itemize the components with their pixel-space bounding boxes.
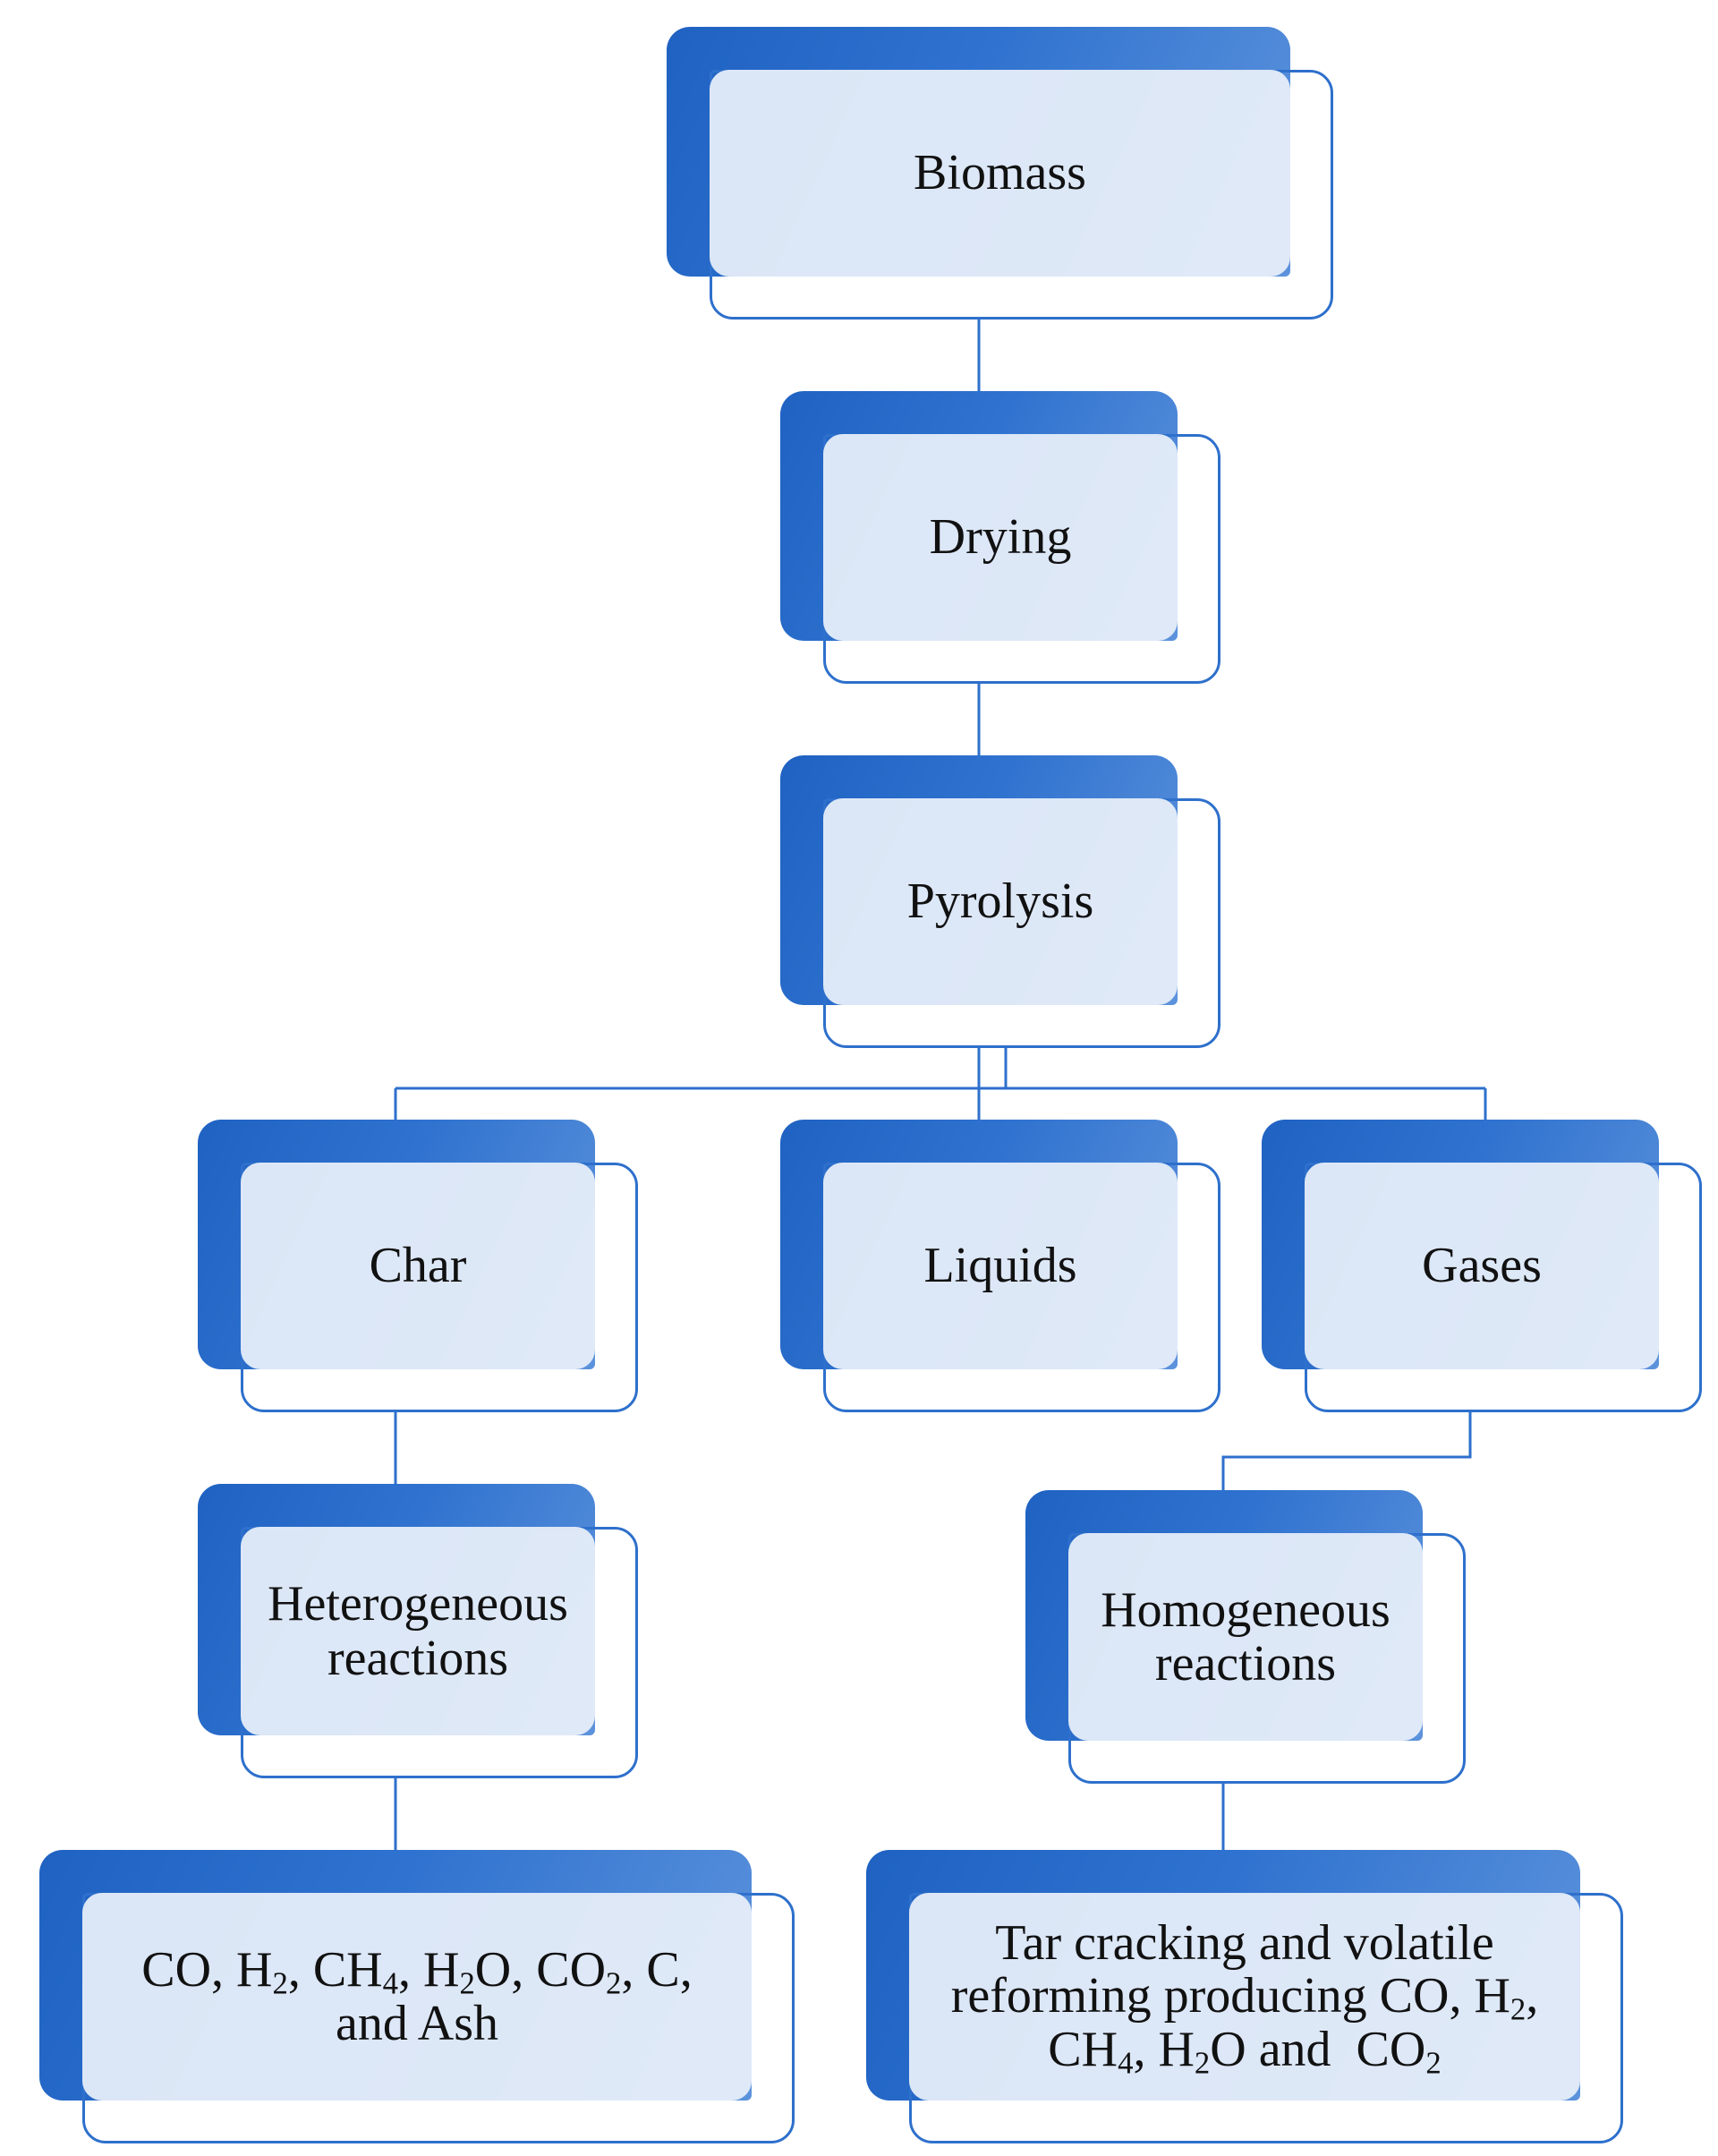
- node-gas-products: Tar cracking and volatile reforming prod…: [866, 1850, 1623, 2143]
- node-char-label: Char: [369, 1238, 467, 1294]
- node-biomass: Biomass: [667, 27, 1333, 320]
- connector-gases-homogeneous: [1221, 1410, 1472, 1491]
- node-pyrolysis: Pyrolysis: [780, 755, 1220, 1048]
- heterogeneous-line-2: reactions: [327, 1630, 509, 1686]
- node-drying: Drying: [780, 391, 1220, 684]
- gas-products-line-3: CH4, H2O and CO2: [1048, 2021, 1442, 2081]
- node-gases-label: Gases: [1422, 1238, 1542, 1294]
- node-pyrolysis-label: Pyrolysis: [906, 873, 1094, 930]
- heterogeneous-line-1: Heterogeneous: [268, 1576, 568, 1632]
- node-drying-label: Drying: [929, 509, 1072, 566]
- node-homogeneous-label: Homogeneous reactions: [1068, 1533, 1423, 1741]
- node-heterogeneous-reactions: Heterogeneous reactions: [198, 1484, 638, 1778]
- char-products-line-1: CO, H2, CH4, H2O, CO2, C,: [141, 1941, 693, 2001]
- node-char-products: CO, H2, CH4, H2O, CO2, C, and Ash: [39, 1850, 795, 2143]
- node-liquids: Liquids: [780, 1120, 1220, 1412]
- node-gases: Gases: [1262, 1120, 1702, 1412]
- node-char-products-label: CO, H2, CH4, H2O, CO2, C, and Ash: [82, 1893, 752, 2101]
- connector-pyrolysis-split: [395, 1047, 1485, 1090]
- node-heterogeneous-label: Heterogeneous reactions: [241, 1527, 595, 1735]
- node-char: Char: [198, 1120, 638, 1412]
- gas-products-line-2: reforming producing CO, H2,: [950, 1968, 1539, 2027]
- homogeneous-line-1: Homogeneous: [1101, 1581, 1391, 1638]
- char-products-line-2: and Ash: [335, 1996, 498, 2051]
- gas-products-line-1: Tar cracking and volatile: [995, 1914, 1494, 1971]
- node-gas-products-label: Tar cracking and volatile reforming prod…: [909, 1893, 1580, 2101]
- node-homogeneous-reactions: Homogeneous reactions: [1025, 1490, 1466, 1784]
- node-liquids-label: Liquids: [923, 1238, 1077, 1294]
- node-biomass-label: Biomass: [914, 145, 1086, 201]
- homogeneous-line-2: reactions: [1154, 1636, 1337, 1692]
